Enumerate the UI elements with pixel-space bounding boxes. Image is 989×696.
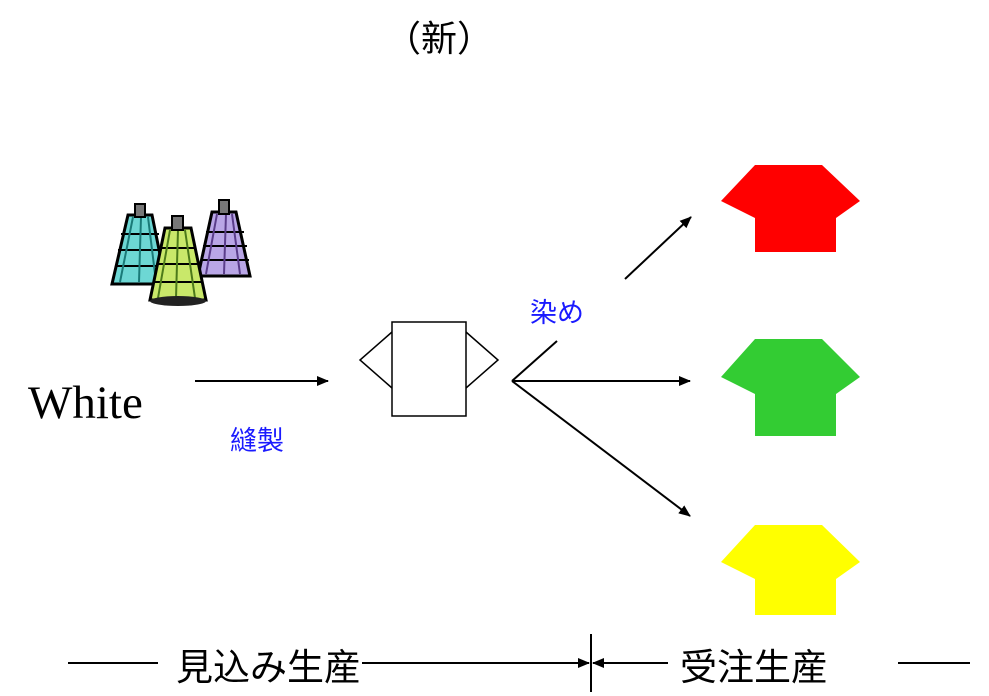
dyeing-arrows	[511, 216, 692, 517]
yellow-tshirt-icon	[721, 525, 860, 615]
page-title: （新）	[385, 19, 494, 60]
thread-spools-icon	[110, 199, 252, 306]
green-tshirt-icon	[721, 339, 860, 436]
make-to-order-label: 受注生産	[680, 646, 828, 689]
dyeing-label: 染め	[530, 298, 584, 329]
timeline	[68, 634, 970, 692]
make-to-stock-label: 見込み生産	[176, 646, 361, 689]
sewing-label: 縫製	[230, 426, 284, 457]
white-label: White	[28, 377, 143, 429]
blank-tshirt-icon	[358, 321, 500, 417]
red-tshirt-icon	[721, 165, 860, 252]
